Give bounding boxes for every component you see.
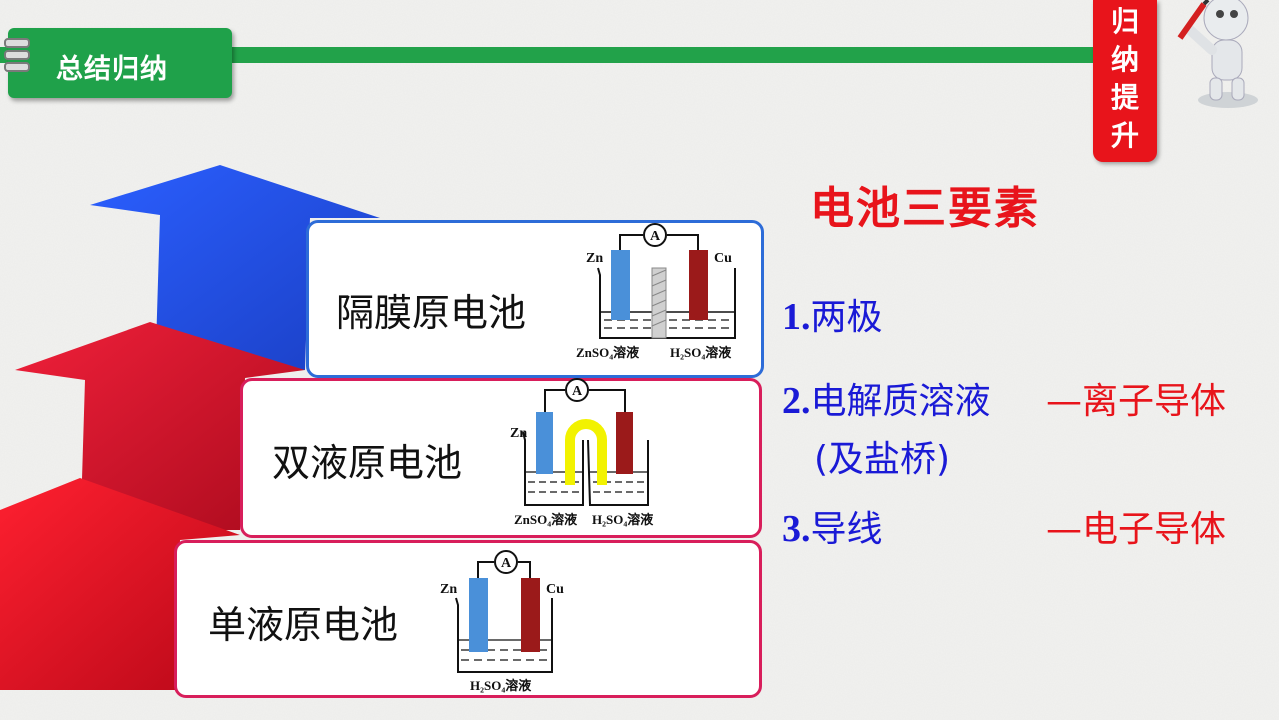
side-tag-char: 归 bbox=[1110, 5, 1139, 38]
side-tag-char: 提 bbox=[1110, 81, 1139, 114]
binder-ring-icon bbox=[4, 62, 30, 72]
header-bar bbox=[0, 47, 1110, 63]
item-text: 电解质溶液 bbox=[810, 381, 991, 422]
cu-label: Cu bbox=[714, 251, 732, 266]
h2so4-label: H₂SO₄溶液 bbox=[592, 512, 653, 527]
ammeter-icon bbox=[494, 550, 518, 574]
item-number: 3. bbox=[782, 508, 811, 550]
side-tag-char: 升 bbox=[1110, 119, 1139, 152]
binder-ring-icon bbox=[4, 38, 30, 48]
h2so4-label: H₂SO₄溶液 bbox=[670, 345, 731, 360]
section-tag: 总结归纳 bbox=[8, 28, 232, 98]
zn-label: Zn bbox=[510, 426, 527, 441]
znso4-label: ZnSO₄溶液 bbox=[576, 345, 639, 360]
h2so4-label: H₂SO₄溶液 bbox=[470, 678, 531, 693]
binder-ring-icon bbox=[4, 50, 30, 60]
ammeter-label: A bbox=[650, 229, 661, 244]
element-note-2: —离子导体 bbox=[1046, 381, 1227, 422]
diagram-diaphragm-cell: A Zn Cu ZnSO₄溶液 H₂SO₄溶液 bbox=[576, 223, 736, 360]
panel-double-liquid-cell bbox=[240, 378, 762, 538]
label-diaphragm-cell: 隔膜原电池 bbox=[336, 291, 527, 335]
item-number: 1. bbox=[782, 296, 811, 338]
ammeter-label: A bbox=[572, 384, 583, 399]
element-item-1: 1.两极 bbox=[782, 288, 883, 340]
ammeter-icon bbox=[565, 378, 589, 402]
element-item-3: 3.导线 bbox=[782, 500, 883, 552]
ammeter-icon bbox=[643, 223, 667, 247]
zn-label: Zn bbox=[586, 251, 603, 266]
item-text: 两极 bbox=[810, 297, 883, 338]
zn-label: Zn bbox=[440, 582, 457, 597]
item-number: 2. bbox=[782, 380, 811, 422]
element-note-3: —电子导体 bbox=[1046, 509, 1227, 550]
label-double-liquid-cell: 双液原电池 bbox=[272, 441, 463, 485]
arrow-bottom bbox=[0, 478, 240, 690]
znso4-label: ZnSO₄溶液 bbox=[514, 512, 577, 527]
cu-label: Cu bbox=[546, 582, 564, 597]
item-extra: (及盐桥) bbox=[814, 439, 951, 480]
diagram-double-liquid-cell: A Zn ZnSO₄溶液 H₂SO₄溶液 bbox=[510, 378, 653, 527]
label-single-liquid-cell: 单液原电池 bbox=[208, 603, 399, 647]
side-tag-char: 纳 bbox=[1110, 43, 1139, 76]
element-item-2-extra: (及盐桥) bbox=[814, 430, 950, 482]
elements-title: 电池三要素 bbox=[810, 183, 1040, 234]
ammeter-label: A bbox=[501, 556, 512, 571]
section-tag-label: 总结归纳 bbox=[56, 54, 168, 85]
panel-diaphragm-cell bbox=[306, 220, 764, 378]
element-item-2: 2.电解质溶液 bbox=[782, 372, 991, 424]
side-tag: 归 纳 提 升 bbox=[1093, 0, 1157, 162]
diagram-single-liquid-cell: A Zn Cu H₂SO₄溶液 bbox=[440, 550, 564, 693]
item-text: 导线 bbox=[810, 509, 883, 550]
